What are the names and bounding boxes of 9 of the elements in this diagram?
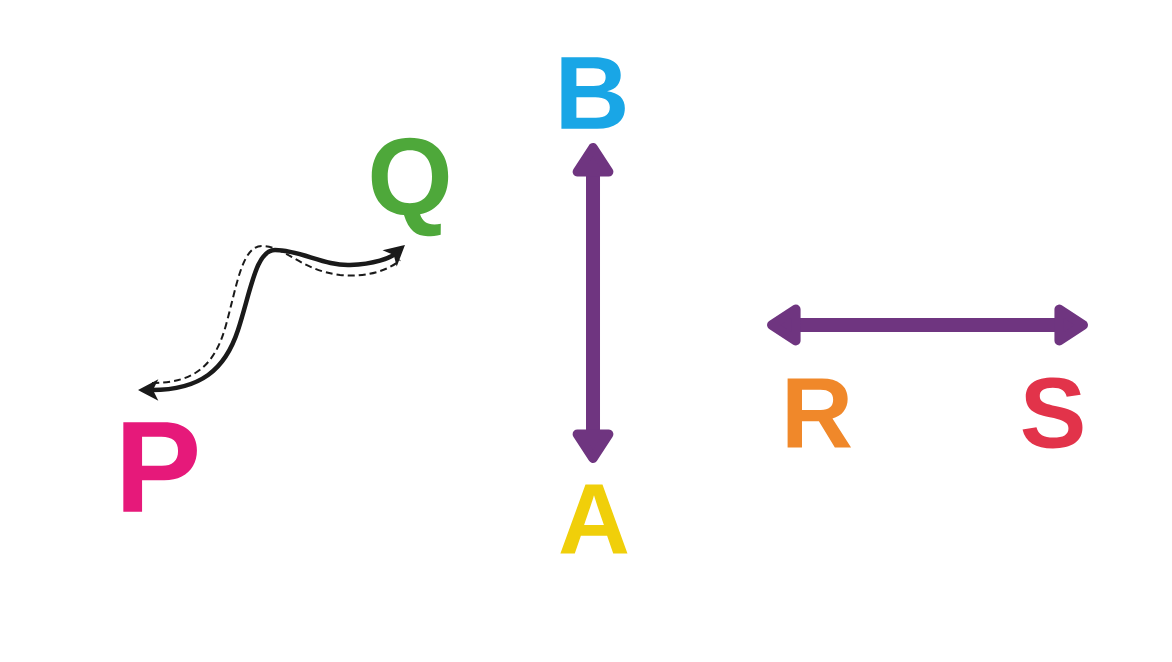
letter-label: R (787, 378, 852, 448)
dashed-curve (151, 245, 401, 384)
double-arrow (767, 304, 1088, 346)
letter-label: S (1022, 377, 1083, 449)
letter-label: A (560, 484, 628, 554)
letter-label: B (561, 57, 625, 129)
letter-label: P (123, 422, 197, 512)
letter-label: Q (371, 137, 449, 237)
double-arrow (572, 143, 614, 463)
